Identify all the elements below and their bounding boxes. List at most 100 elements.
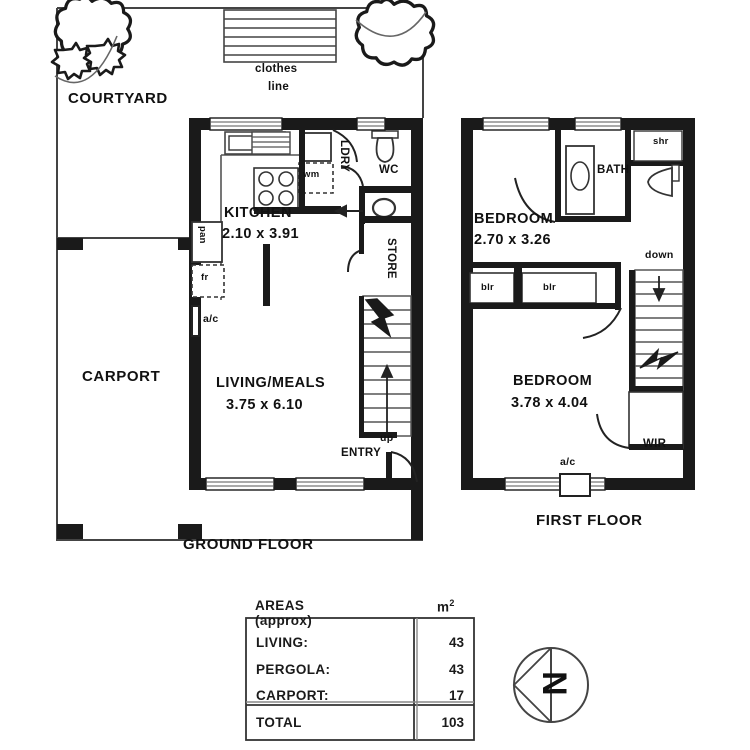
areas-table-frame <box>245 617 475 741</box>
label-blr-2: blr <box>543 282 557 293</box>
label-kitchen: KITCHEN <box>224 205 292 221</box>
aircon-unit-first <box>559 473 591 497</box>
br1-wall-a <box>461 268 467 308</box>
entry-door <box>386 451 418 483</box>
window-bottom-right <box>295 477 365 491</box>
bath-tub <box>565 145 595 215</box>
label-carport: CARPORT <box>82 368 161 385</box>
blr-divider <box>514 268 522 306</box>
label-courtyard: COURTYARD <box>68 90 168 107</box>
garden-bed-edge <box>54 35 118 84</box>
wir-base-wall <box>629 444 683 450</box>
stair-break-line <box>364 298 395 338</box>
label-bedroom-1: BEDROOM <box>474 211 554 227</box>
label-wc: WC <box>379 164 399 176</box>
kitchen-bench-edge <box>254 207 340 214</box>
wc-wall <box>363 186 411 193</box>
label-bedroom-2-dims: 3.78 x 4.04 <box>511 395 588 411</box>
label-bedroom-2: BEDROOM <box>513 373 593 389</box>
label-store: STORE <box>385 238 397 279</box>
wir-closet <box>628 391 684 449</box>
label-aircon-first: a/c <box>560 456 576 468</box>
areas-row-label-1: PERGOLA: <box>256 662 331 677</box>
label-entry: ENTRY <box>341 447 382 459</box>
wc-basin <box>371 197 397 219</box>
label-bedroom-1-dims: 2.70 x 3.26 <box>474 232 551 248</box>
kitchen-cooktop <box>253 167 299 211</box>
label-living-dims: 3.75 x 6.10 <box>226 397 303 413</box>
kitchen-drainer <box>251 131 291 155</box>
stair-wall-first <box>629 270 635 390</box>
laundry-wall <box>299 130 305 212</box>
wc-door-swing <box>340 165 364 187</box>
blr-closet-1 <box>469 272 515 304</box>
areas-row-value-1: 43 <box>448 662 464 677</box>
bedroom2-door-swing <box>582 307 622 339</box>
wir-door-swing <box>596 413 630 449</box>
br-divider-wall <box>615 262 621 310</box>
areas-table-header-unit: m2 <box>437 598 455 615</box>
label-ldry: LDRY <box>338 140 350 173</box>
kitchen-island <box>263 244 270 306</box>
window-top-left <box>209 117 283 131</box>
kitchen-arrow <box>333 204 363 218</box>
wc-toilet <box>371 130 399 163</box>
bath-door-swing <box>514 177 556 223</box>
areas-table-header-label: AREAS (approx) <box>255 598 313 628</box>
label-stairs-down: down <box>645 249 674 261</box>
label-fridge: fr <box>201 272 209 283</box>
label-bath: BATH <box>597 164 630 176</box>
areas-row-value-2: 17 <box>448 688 464 703</box>
areas-total-label: TOTAL <box>256 715 302 730</box>
stair-base-wall <box>359 432 397 438</box>
window-ff-top-right <box>574 117 622 131</box>
ff-toilet <box>647 164 680 198</box>
ground-right-edge <box>411 490 423 540</box>
laundry-tub <box>302 132 332 162</box>
label-stairs-up: up <box>380 432 394 444</box>
store-top-wall <box>363 216 411 223</box>
aircon-unit-ground <box>191 305 200 337</box>
label-first-floor: FIRST FLOOR <box>536 512 643 529</box>
label-washer: wm <box>303 169 320 180</box>
laundry-wall-bottom <box>299 206 341 213</box>
laundry-door-swing <box>332 129 358 163</box>
unit-exponent: 2 <box>449 598 455 608</box>
fridge-unit <box>191 264 225 298</box>
pantry-unit <box>191 221 223 263</box>
label-wir: WIR <box>643 438 667 450</box>
wc-jamb <box>359 186 365 224</box>
label-clothes-line-1: clothes <box>255 63 298 75</box>
areas-total-value: 103 <box>441 715 464 730</box>
garden-bed-edge-right <box>355 11 427 37</box>
label-ground-floor: GROUND FLOOR <box>183 536 314 553</box>
bathroom-walls <box>555 130 683 222</box>
stairs-up-arrow <box>380 363 394 432</box>
blr-closet-2 <box>521 272 597 304</box>
unit-m: m <box>437 599 450 615</box>
window-ff-top-left <box>482 117 550 131</box>
stair-break-line-first <box>639 347 679 370</box>
compass-north-letter: N <box>534 671 573 696</box>
label-living: LIVING/MEALS <box>216 375 326 391</box>
blr-base-wall <box>461 303 621 309</box>
areas-row-value-0: 43 <box>448 635 464 650</box>
clothes-line <box>223 9 337 63</box>
store-jamb <box>359 224 364 254</box>
br1-wall-b <box>461 262 621 268</box>
label-pantry: pan <box>197 226 208 244</box>
stairs-down-arrow <box>652 276 666 303</box>
areas-row-label-0: LIVING: <box>256 635 309 650</box>
compass-rose <box>512 647 589 723</box>
label-kitchen-dims: 2.10 x 3.91 <box>222 226 299 242</box>
stair-wall <box>359 296 364 436</box>
label-clothes-line-2: line <box>268 81 290 93</box>
stair-base-first <box>629 386 683 392</box>
label-blr-1: blr <box>481 282 495 293</box>
shower-recess <box>633 130 683 162</box>
label-shower: shr <box>653 136 669 147</box>
window-bottom-left <box>205 477 275 491</box>
label-aircon-ground: a/c <box>203 313 219 325</box>
areas-row-label-2: CARPORT: <box>256 688 329 703</box>
